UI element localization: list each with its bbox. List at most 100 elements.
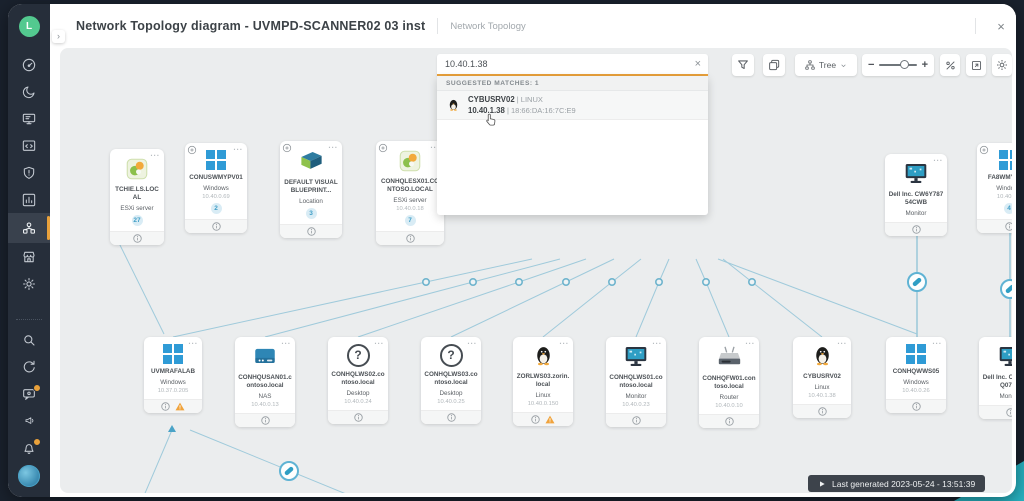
sidebar-item-marketplace[interactable] [8,243,50,270]
toggle-link-ratio-button[interactable] [940,54,960,76]
node-count-badge[interactable]: 4 [1003,202,1012,214]
sidebar-item-reports[interactable] [8,186,50,213]
clear-search-icon[interactable]: × [694,58,701,70]
sidebar-item-software[interactable] [8,132,50,159]
device-node-dell-inc-cw6y785q072b[interactable]: ...Dell Inc. CW6Y785Q072BMonitor [979,337,1013,420]
node-icon [298,148,325,175]
sidebar-item-network-topology[interactable] [8,213,50,243]
user-avatar[interactable] [18,465,40,487]
sidebar-item-chat[interactable] [8,380,50,407]
close-button[interactable]: × [975,4,1016,48]
node-footer [513,412,573,427]
sidebar-item-dashboard[interactable] [8,51,50,78]
node-menu-button[interactable]: ... [281,337,291,346]
node-menu-button[interactable]: ... [467,337,477,346]
device-node-fa8wmypv02[interactable]: ...FA8WMYPV02Windows10.40.1.14 [977,143,1012,233]
node-menu-button[interactable]: ... [430,141,440,150]
info-icon[interactable] [1005,408,1013,418]
node-count-badge[interactable]: 3 [305,208,317,220]
node-menu-button[interactable]: ... [837,337,847,346]
sidebar-item-refresh[interactable] [8,353,50,380]
expand-icon[interactable] [979,145,989,155]
layout-mode-dropdown[interactable]: Tree [795,54,857,76]
expand-node-button[interactable] [187,145,197,155]
node-menu-button[interactable]: ... [932,337,942,346]
node-menu-button[interactable]: ... [233,143,243,152]
node-menu-button[interactable]: ... [745,337,755,346]
info-icon[interactable] [306,227,316,237]
zoom-slider-handle[interactable] [900,60,910,69]
sidebar-item-security[interactable] [8,159,50,186]
sidebar-item-scanning[interactable] [8,78,50,105]
sidebar-item-settings[interactable] [8,270,50,297]
zoom-in-button[interactable]: + [921,58,928,71]
sidebar-item-assets[interactable] [8,105,50,132]
info-icon[interactable] [817,407,827,416]
node-menu-button[interactable]: ... [374,337,384,346]
node-count-badge[interactable]: 27 [131,215,143,227]
collapse-panel-chevron[interactable]: › [52,30,65,43]
node-menu-button[interactable]: ... [559,337,569,346]
info-icon[interactable] [911,401,921,411]
zoom-out-button[interactable]: − [868,58,875,71]
last-generated-badge: Last generated 2023-05-24 - 13:51:39 [808,475,986,492]
info-icon[interactable] [1004,221,1013,231]
expand-icon[interactable] [282,143,292,153]
node-ip: 10.40.0.18 [396,206,424,213]
info-icon[interactable] [260,416,270,426]
info-icon[interactable] [405,234,415,244]
info-icon[interactable] [531,415,540,425]
expand-node-button[interactable] [282,143,292,153]
node-menu-button[interactable]: ... [328,141,338,150]
group-view-button[interactable] [763,54,785,76]
expand-node-button[interactable] [378,143,388,153]
info-icon[interactable] [631,416,641,426]
info-icon[interactable] [132,234,142,244]
node-count-badge[interactable]: 7 [404,215,416,227]
node-count-badge[interactable]: 2 [210,202,222,214]
node-menu-button[interactable]: ... [652,337,662,346]
info-icon[interactable] [724,417,734,427]
node-name: FA8WMYPV02 [987,173,1012,181]
suggestion-result-item[interactable]: CYBUSRV02 | LINUX 10.40.1.38 | 18:66:DA:… [437,91,708,120]
diagram-settings-button[interactable] [992,54,1012,76]
expand-node-button[interactable] [979,145,989,155]
node-ip: 10.40.0.69 [202,193,230,200]
node-menu-button[interactable]: ... [188,337,198,346]
filter-button[interactable] [732,54,754,76]
node-menu-button[interactable]: ... [150,149,160,158]
sidebar-item-announcements[interactable] [8,407,50,434]
close-icon[interactable]: × [997,18,1005,34]
expand-icon[interactable] [378,143,388,153]
sidebar-item-search[interactable] [8,326,50,353]
search-input[interactable] [437,59,688,69]
export-button[interactable] [966,54,986,76]
info-icon[interactable] [353,413,363,423]
node-menu-button[interactable]: ... [933,154,943,163]
percent-slash-icon [945,60,955,70]
workspace-avatar[interactable]: L [18,16,40,37]
header-divider [975,18,976,34]
info-icon[interactable] [211,221,221,231]
info-icon[interactable] [446,413,456,423]
info-icon[interactable] [911,225,921,235]
zoom-slider[interactable] [879,60,917,69]
sidebar-item-notifications[interactable] [8,434,50,461]
info-icon[interactable] [161,401,170,411]
expand-icon[interactable] [187,145,197,155]
